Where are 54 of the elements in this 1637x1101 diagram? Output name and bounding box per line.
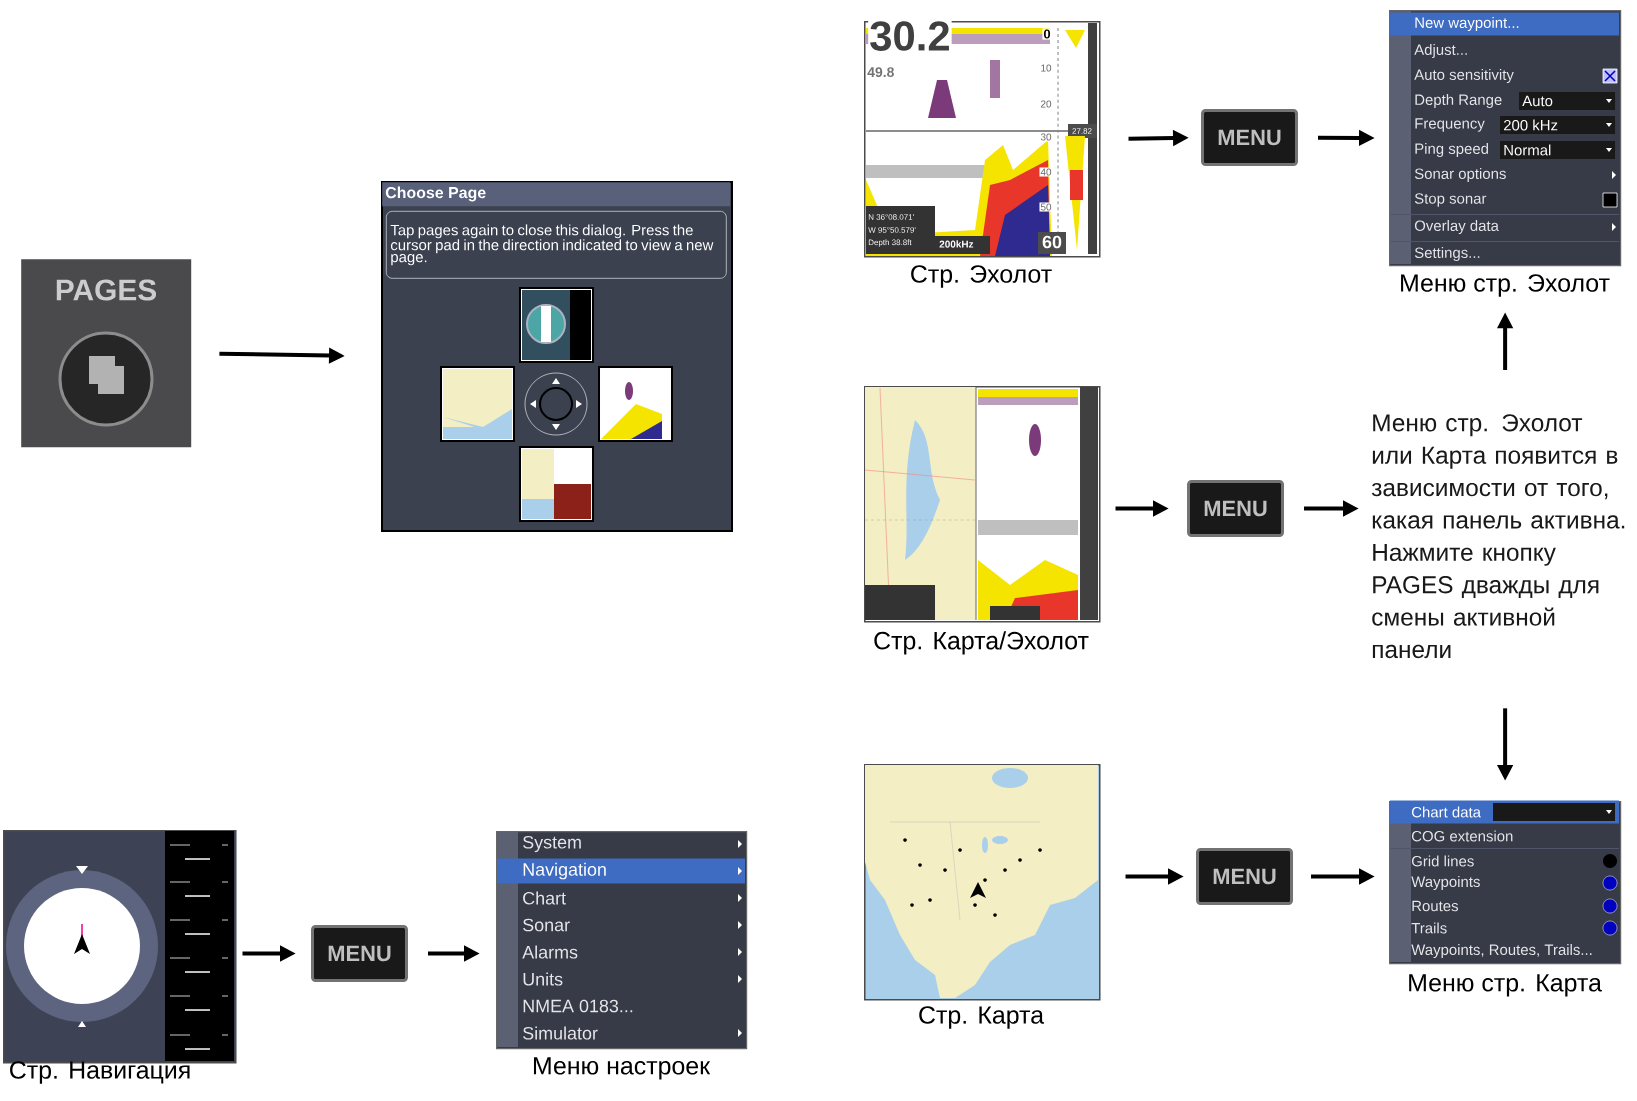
menu-item: Ping speed [1415, 143, 1488, 157]
dropdown-field: Auto [1519, 92, 1615, 110]
menu-item: Trails [1411, 922, 1447, 934]
menu-item: Grid lines [1411, 855, 1474, 867]
menu-item: Auto sensitivity [1414, 69, 1514, 83]
screen-text: 20 [1039, 99, 1053, 109]
highlighted-menu-item: Navigation [497, 858, 745, 884]
map-screen-drawing [864, 764, 1101, 1001]
menu-item: Waypoints, Routes, Trails... [1411, 944, 1592, 958]
node-label: Стр. Эхолот [911, 265, 1052, 288]
node-label: Стр. Карта [919, 1006, 1045, 1029]
menu-item: Chart [523, 891, 566, 905]
screen-text: 50 [1039, 202, 1053, 212]
node-label: Меню стр. Карта [1409, 974, 1602, 997]
screen-text: 30 [1039, 132, 1053, 142]
message-box: Tap pages again to close this dialog. Press the cursor pad in the direction indicated to view a new page. [386, 211, 727, 279]
screen-text: 40 [1039, 167, 1053, 177]
menu-button: MENU [311, 925, 408, 982]
screen-text: 49.8 [866, 66, 896, 79]
screen-text: 30.2 [868, 20, 952, 52]
menu-item: Units [523, 972, 563, 986]
menu-button: MENU [1187, 480, 1284, 537]
menu-item: NMEA 0183... [523, 999, 633, 1013]
menu-button: MENU [1201, 109, 1298, 166]
menu-item: Settings... [1414, 247, 1480, 261]
pages-button: PAGES [21, 259, 192, 448]
node-label: Меню стр. Эхолот [1401, 274, 1610, 297]
highlighted-menu-item: New waypoint... [1390, 12, 1619, 36]
menu-item: Depth Range [1415, 94, 1502, 108]
screen-text: 60 [1042, 235, 1062, 249]
screen-text: 0 [1042, 28, 1052, 40]
menu-item: COG extension [1412, 830, 1513, 842]
dropdown-field: 200 kHz [1500, 116, 1615, 134]
menu-item: Overlay data [1414, 220, 1499, 234]
menu-item: Alarms [522, 945, 578, 959]
note-text: Меню стр. Эхолот или Карта появится в зависимости от того, какая панель активна. Нажмите кнопку PAGES дважды для смены активной панели [1371, 414, 1625, 659]
node-label: Стр. Карта/Эхолот [874, 631, 1089, 655]
menu-item: Sonar options [1414, 168, 1506, 182]
title-bar: Choose Page [382, 182, 731, 207]
menu-item: Adjust... [1414, 44, 1467, 58]
screen-text: 200kHz [939, 240, 974, 248]
dropdown-field: Normal [1500, 141, 1615, 159]
menu-item: System [523, 835, 581, 853]
chart-sonar-screen-drawing [864, 386, 1101, 623]
menu-button: MENU [1196, 848, 1293, 905]
menu-item: Sonar [523, 918, 570, 932]
menu-item: Waypoints [1411, 876, 1480, 890]
menu-item: Frequency [1415, 118, 1485, 132]
node-label: Стр. Навигация [10, 1061, 190, 1084]
menu-item: Simulator [523, 1026, 598, 1040]
node-label: Меню настроек [534, 1057, 711, 1080]
screen-text: 10 [1039, 63, 1053, 73]
menu-item: Routes [1412, 900, 1458, 912]
menu-item: Stop sonar [1414, 193, 1487, 207]
